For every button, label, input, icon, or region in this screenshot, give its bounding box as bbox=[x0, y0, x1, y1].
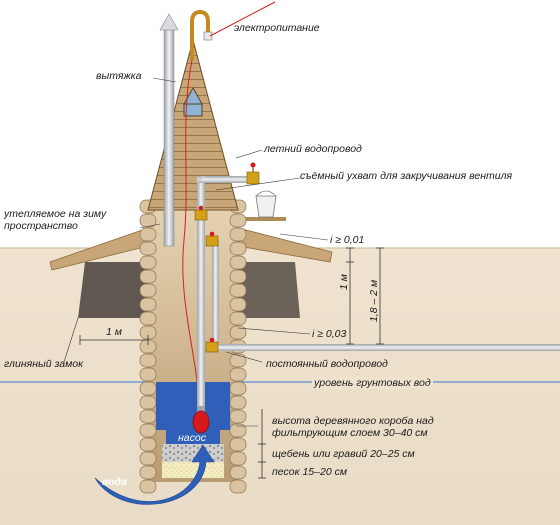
pump-riser-pipe bbox=[197, 176, 205, 412]
permanent-pipe-label: постоянный водопровод bbox=[266, 358, 388, 370]
lower-permanent-valve-icon bbox=[205, 337, 219, 353]
exhaust-pipe bbox=[163, 29, 175, 247]
log-left bbox=[139, 311, 157, 326]
slope-top-label: i ≥ 0,01 bbox=[330, 234, 365, 246]
log-left bbox=[139, 381, 157, 396]
log-right bbox=[229, 395, 247, 410]
clay-lock bbox=[78, 262, 148, 318]
log-right bbox=[229, 409, 247, 424]
groundwater-label: уровень грунтовых вод bbox=[312, 377, 433, 389]
log-left bbox=[139, 465, 157, 480]
log-left bbox=[139, 283, 157, 298]
roof bbox=[147, 38, 239, 211]
summer-pipe-horizontal bbox=[197, 176, 255, 183]
log-right bbox=[229, 311, 247, 326]
log-right bbox=[229, 451, 247, 466]
log-right bbox=[229, 325, 247, 340]
bucket-icon bbox=[255, 195, 277, 218]
log-right bbox=[229, 423, 247, 438]
log-right bbox=[229, 353, 247, 368]
log-left bbox=[139, 241, 157, 256]
log-left bbox=[139, 479, 157, 494]
log-right bbox=[229, 269, 247, 284]
log-left bbox=[139, 353, 157, 368]
depth-range-label: 1,8 – 2 м bbox=[368, 279, 380, 322]
log-right bbox=[229, 479, 247, 494]
well-water-lower bbox=[166, 430, 220, 444]
log-left bbox=[139, 255, 157, 270]
log-right bbox=[229, 381, 247, 396]
log-right bbox=[229, 227, 247, 242]
bucket-shelf bbox=[238, 217, 286, 221]
removable-grip-label: съёмный ухват для закручивания вентиля bbox=[300, 170, 513, 182]
summer-valve-icon bbox=[246, 162, 260, 185]
power-label: электропитание bbox=[234, 22, 320, 34]
log-left bbox=[139, 423, 157, 438]
permanent-pipe-vertical bbox=[212, 240, 219, 348]
log-left bbox=[139, 437, 157, 452]
inner-cable bbox=[182, 59, 201, 411]
log-left bbox=[139, 451, 157, 466]
log-right bbox=[229, 213, 247, 228]
log-right bbox=[229, 283, 247, 298]
log-left bbox=[139, 269, 157, 284]
log-right bbox=[229, 367, 247, 382]
sand-label: песок 15–20 см bbox=[272, 466, 348, 478]
gravel-layer bbox=[162, 444, 224, 462]
water-inflow-arrow bbox=[94, 444, 215, 505]
middle-valve-icon bbox=[194, 205, 208, 221]
gravel-label: щебень или гравий 20–25 см bbox=[272, 448, 415, 460]
leader-lines bbox=[63, 77, 329, 427]
box-height-label: высота деревянного короба над фильтрующи… bbox=[272, 415, 434, 439]
summer-pipe-label: летний водопровод bbox=[264, 143, 362, 155]
clay-lock-right bbox=[238, 262, 300, 318]
log-left bbox=[139, 409, 157, 424]
log-left bbox=[139, 395, 157, 410]
width-1m-label: 1 м bbox=[106, 326, 122, 338]
water-label: вода bbox=[102, 476, 127, 488]
sand-layer bbox=[162, 462, 224, 478]
log-right bbox=[229, 437, 247, 452]
power-cable bbox=[209, 1, 276, 37]
log-left bbox=[139, 367, 157, 382]
upper-permanent-valve-icon bbox=[205, 231, 219, 247]
depth-1m-label: 1 м bbox=[338, 274, 350, 290]
power-hook-icon bbox=[190, 9, 210, 60]
log-left bbox=[139, 213, 157, 228]
log-right bbox=[229, 297, 247, 312]
pump-icon bbox=[192, 406, 210, 434]
clay-lock-label: глиняный замок bbox=[4, 358, 84, 370]
log-right bbox=[229, 241, 247, 256]
insulated-space-label: утепляемое на зиму пространство bbox=[4, 208, 107, 232]
depth-dimension bbox=[79, 247, 384, 479]
permanent-pipe-horizontal bbox=[212, 344, 560, 351]
log-right bbox=[229, 465, 247, 480]
slope-bottom-label: i ≥ 0,03 bbox=[312, 328, 347, 340]
log-right bbox=[229, 255, 247, 270]
pump-label: насос bbox=[178, 432, 206, 444]
exhaust-cap-icon bbox=[159, 13, 179, 31]
exhaust-label: вытяжка bbox=[96, 70, 142, 82]
log-left bbox=[139, 227, 157, 242]
log-left bbox=[139, 297, 157, 312]
summer-pipe-elbow bbox=[197, 176, 205, 184]
